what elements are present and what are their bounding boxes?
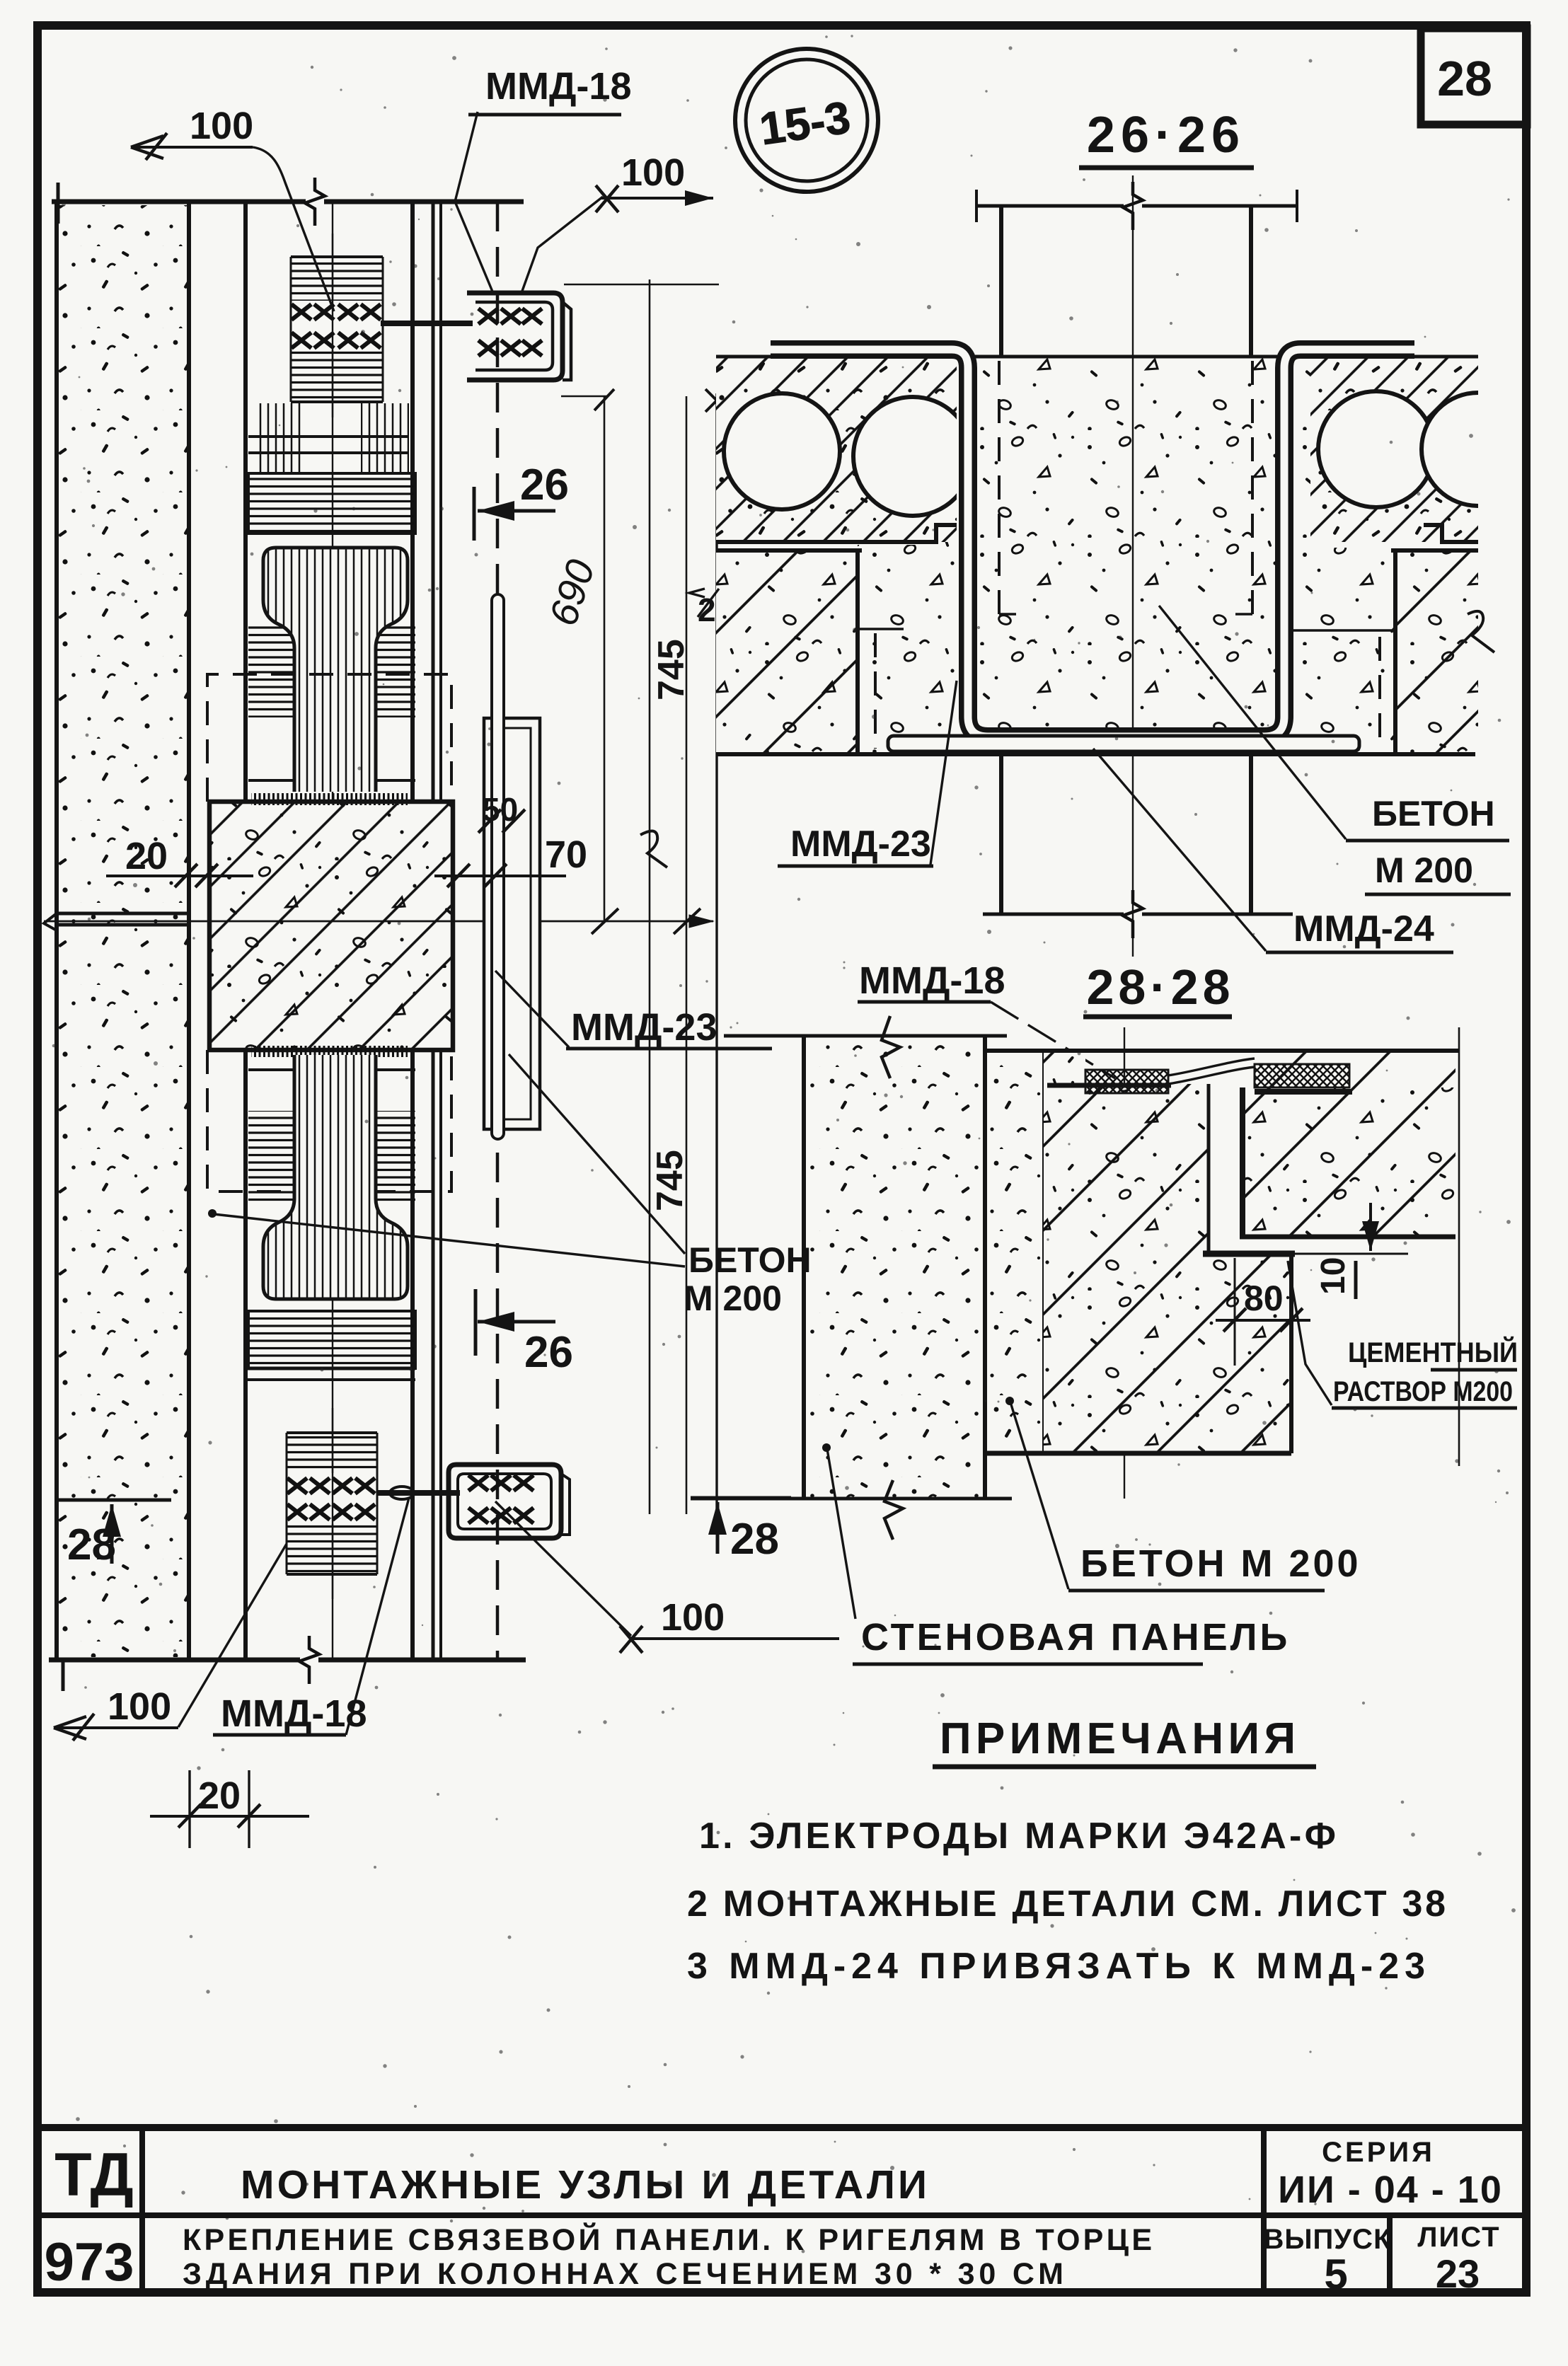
svg-text:ММД-23: ММД-23 bbox=[571, 1006, 717, 1049]
svg-text:100: 100 bbox=[621, 151, 685, 194]
svg-text:23: 23 bbox=[1436, 2251, 1480, 2296]
svg-text:100: 100 bbox=[190, 105, 253, 147]
svg-text:МОНТАЖНЫЕ УЗЛЫ И ДЕТАЛИ: МОНТАЖНЫЕ УЗЛЫ И ДЕТАЛИ bbox=[241, 2162, 927, 2208]
svg-text:20: 20 bbox=[198, 1774, 241, 1817]
svg-text:28·28: 28·28 bbox=[1086, 959, 1234, 1015]
svg-text:10: 10 bbox=[1315, 1257, 1352, 1295]
svg-text:745: 745 bbox=[651, 639, 692, 700]
svg-text:ЗДАНИЯ ПРИ КОЛОННАХ СЕЧЕНИЕ: ЗДАНИЯ ПРИ КОЛОННАХ СЕЧЕНИЕМ 30 * 30 СМ bbox=[183, 2257, 1063, 2291]
svg-text:БЕТОН: БЕТОН bbox=[1372, 794, 1495, 833]
svg-text:ЛИСТ: ЛИСТ bbox=[1417, 2222, 1500, 2253]
svg-text:М 200: М 200 bbox=[684, 1279, 782, 1318]
svg-text:1. ЭЛЕКТРОДЫ МАРКИ Э42А-Ф: 1. ЭЛЕКТРОДЫ МАРКИ Э42А-Ф bbox=[699, 1816, 1336, 1857]
svg-text:ММД-18: ММД-18 bbox=[485, 65, 631, 108]
svg-text:ЦЕМЕНТНЫЙ: ЦЕМЕНТНЫЙ bbox=[1348, 1336, 1518, 1368]
svg-text:ММД-24: ММД-24 bbox=[1293, 908, 1434, 950]
svg-text:26: 26 bbox=[524, 1328, 573, 1377]
svg-text:3 ММД-24 ПРИВЯЗАТЬ К ММД-23: 3 ММД-24 ПРИВЯЗАТЬ К ММД-23 bbox=[687, 1946, 1425, 1987]
svg-text:28: 28 bbox=[730, 1515, 779, 1564]
svg-text:745: 745 bbox=[650, 1150, 691, 1211]
svg-text:ТД: ТД bbox=[54, 2141, 134, 2209]
svg-text:СТЕНОВАЯ ПАНЕЛЬ: СТЕНОВАЯ ПАНЕЛЬ bbox=[861, 1616, 1290, 1658]
svg-text:28: 28 bbox=[67, 1520, 116, 1569]
svg-text:БЕТОН М 200: БЕТОН М 200 bbox=[1080, 1542, 1361, 1585]
svg-text:690: 690 bbox=[540, 554, 603, 630]
svg-text:70: 70 bbox=[545, 833, 587, 876]
svg-text:80: 80 bbox=[1244, 1279, 1284, 1318]
svg-text:ИИ - 04 - 10: ИИ - 04 - 10 bbox=[1278, 2169, 1503, 2211]
svg-text:ММД-23: ММД-23 bbox=[790, 824, 931, 865]
svg-text:КРЕПЛЕНИЕ СВЯЗЕВОЙ ПАНЕЛИ. К: КРЕПЛЕНИЕ СВЯЗЕВОЙ ПАНЕЛИ. К РИГЕЛЯМ В Т… bbox=[183, 2222, 1152, 2257]
svg-text:973: 973 bbox=[45, 2232, 134, 2292]
svg-text:5: 5 bbox=[1324, 2251, 1347, 2298]
svg-text:100: 100 bbox=[108, 1685, 171, 1728]
svg-text:БЕТОН: БЕТОН bbox=[688, 1240, 812, 1280]
svg-text:2 МОНТАЖНЫЕ ДЕТАЛИ СМ. ЛИСТ: 2 МОНТАЖНЫЕ ДЕТАЛИ СМ. ЛИСТ 38 bbox=[687, 1883, 1446, 1924]
svg-text:ММД-18: ММД-18 bbox=[859, 959, 1005, 1002]
svg-text:М 200: М 200 bbox=[1375, 850, 1473, 890]
svg-text:20: 20 bbox=[125, 835, 168, 877]
svg-text:ВЫПУСК: ВЫПУСК bbox=[1264, 2224, 1392, 2255]
svg-text:СЕРИЯ: СЕРИЯ bbox=[1322, 2137, 1435, 2168]
svg-text:15-3: 15-3 bbox=[756, 91, 853, 154]
svg-text:100: 100 bbox=[661, 1596, 725, 1639]
svg-text:26·26: 26·26 bbox=[1087, 107, 1245, 163]
svg-text:РАСТВОР М200: РАСТВОР М200 bbox=[1333, 1376, 1513, 1407]
svg-text:26: 26 bbox=[520, 461, 569, 509]
svg-text:ММД-18: ММД-18 bbox=[221, 1692, 367, 1735]
svg-text:2: 2 bbox=[698, 592, 716, 628]
svg-text:50: 50 bbox=[482, 791, 518, 828]
svg-text:28: 28 bbox=[1437, 51, 1492, 106]
svg-text:ПРИМЕЧАНИЯ: ПРИМЕЧАНИЯ bbox=[940, 1714, 1311, 1763]
